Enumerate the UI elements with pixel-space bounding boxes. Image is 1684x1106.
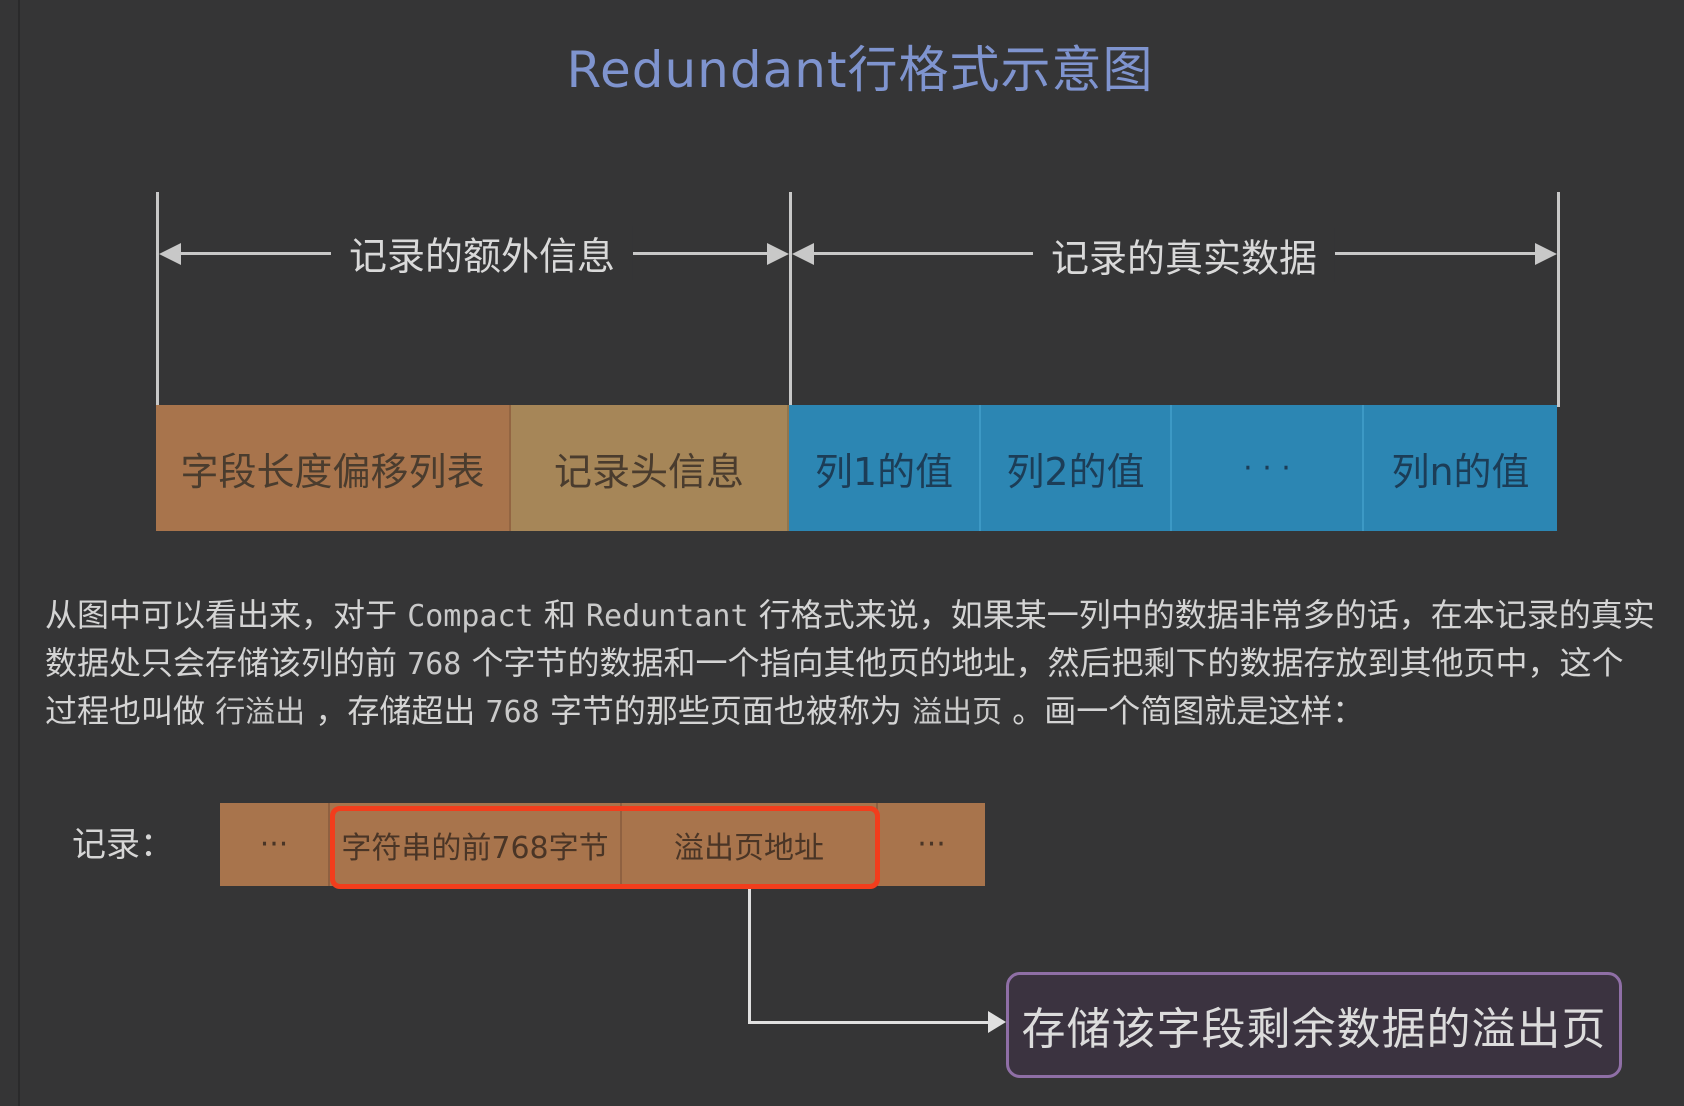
paragraph-text: 个字节的数据和一个指向其他页的地址，然后把剩下的数据存放到其他页中，这个 bbox=[461, 644, 1624, 682]
record-header-cell: 记录头信息 bbox=[511, 405, 789, 531]
column-n-value-cell: 列n的值 bbox=[1364, 405, 1557, 531]
paragraph-line-3: 过程也叫做 行溢出 ，存储超出 768 字节的那些页面也被称为 溢出页 。画一个… bbox=[45, 688, 1680, 736]
left-divider bbox=[18, 0, 20, 1106]
paragraph-text: 和 bbox=[533, 596, 586, 634]
column-n-value-label: 列n的值 bbox=[1391, 449, 1530, 494]
paragraph-text: 从图中可以看出来，对于 bbox=[45, 596, 408, 634]
inline-code-redundant: Reduntant bbox=[585, 599, 749, 634]
record-ellipsis-left-label: ··· bbox=[259, 827, 289, 862]
extra-info-arrow-right-head bbox=[767, 243, 789, 265]
paragraph-line-1: 从图中可以看出来，对于 Compact 和 Reduntant 行格式来说，如果… bbox=[45, 592, 1680, 640]
column-2-value-label: 列2的值 bbox=[1006, 449, 1145, 494]
inline-code-row-overflow: 行溢出 bbox=[215, 695, 306, 730]
inline-code-768: 768 bbox=[485, 695, 540, 730]
ellipsis-label: · · · bbox=[1243, 450, 1291, 486]
explanation-paragraph: 从图中可以看出来，对于 Compact 和 Reduntant 行格式来说，如果… bbox=[45, 592, 1680, 736]
column-1-value-label: 列1的值 bbox=[814, 449, 954, 494]
inline-code-overflow-page: 溢出页 bbox=[912, 695, 1003, 730]
record-header-label: 记录头信息 bbox=[553, 449, 744, 494]
overflow-page-address-label: 溢出页地址 bbox=[674, 830, 824, 866]
diagram-title: Redundant行格式示意图 bbox=[566, 41, 1154, 99]
extra-info-arrow-left-head bbox=[159, 243, 181, 265]
column-2-value-cell: 列2的值 bbox=[981, 405, 1172, 531]
first-768-bytes-cell: 字符串的前768字节 bbox=[330, 803, 622, 886]
paragraph-text: 。画一个简图就是这样： bbox=[1002, 692, 1365, 730]
paragraph-text: 行格式来说，如果某一列中的数据非常多的话，在本记录的真实 bbox=[748, 596, 1655, 634]
record-label: 记录： bbox=[72, 825, 174, 865]
inline-code-768: 768 bbox=[407, 647, 462, 682]
paragraph-text: ，存储超出 bbox=[305, 692, 486, 730]
column-1-value-cell: 列1的值 bbox=[789, 405, 981, 531]
row-format-cells: 字段长度偏移列表 记录头信息 列1的值 列2的值 · · · 列n的值 bbox=[156, 405, 1557, 531]
paragraph-text: 过程也叫做 bbox=[45, 692, 216, 730]
overflow-highlight-box bbox=[330, 806, 880, 889]
real-data-label: 记录的真实数据 bbox=[1032, 227, 1336, 283]
record-ellipsis-left-cell: ··· bbox=[220, 803, 330, 886]
record-ellipsis-right-cell: ··· bbox=[878, 803, 985, 886]
extra-info-label: 记录的额外信息 bbox=[330, 225, 634, 281]
bracket-middle-tick bbox=[789, 192, 792, 407]
overflow-page-box: 存储该字段剩余数据的溢出页 bbox=[1006, 972, 1622, 1078]
paragraph-line-2: 数据处只会存储该列的前 768 个字节的数据和一个指向其他页的地址，然后把剩下的… bbox=[45, 640, 1680, 688]
bracket-right-tick bbox=[1557, 192, 1560, 407]
connector-arrow-head bbox=[988, 1011, 1006, 1033]
record-ellipsis-right-label: ··· bbox=[917, 827, 946, 862]
inline-code-compact: Compact bbox=[407, 599, 534, 634]
field-length-offset-list-label: 字段长度偏移列表 bbox=[180, 449, 485, 494]
real-data-arrow-right-head bbox=[1535, 243, 1557, 265]
connector-horizontal-line bbox=[748, 1021, 988, 1024]
ellipsis-cell: · · · bbox=[1172, 405, 1364, 531]
record-cells: ··· 字符串的前768字节 溢出页地址 ··· bbox=[220, 803, 985, 886]
first-768-bytes-label: 字符串的前768字节 bbox=[341, 830, 609, 866]
paragraph-text: 数据处只会存储该列的前 bbox=[45, 644, 408, 682]
field-length-offset-list-cell: 字段长度偏移列表 bbox=[156, 405, 511, 531]
real-data-arrow-left-head bbox=[792, 243, 814, 265]
connector-vertical-line bbox=[748, 889, 751, 1024]
bracket-left-tick bbox=[156, 192, 159, 407]
paragraph-text: 字节的那些页面也被称为 bbox=[539, 692, 913, 730]
overflow-page-label: 存储该字段剩余数据的溢出页 bbox=[1021, 1004, 1607, 1055]
